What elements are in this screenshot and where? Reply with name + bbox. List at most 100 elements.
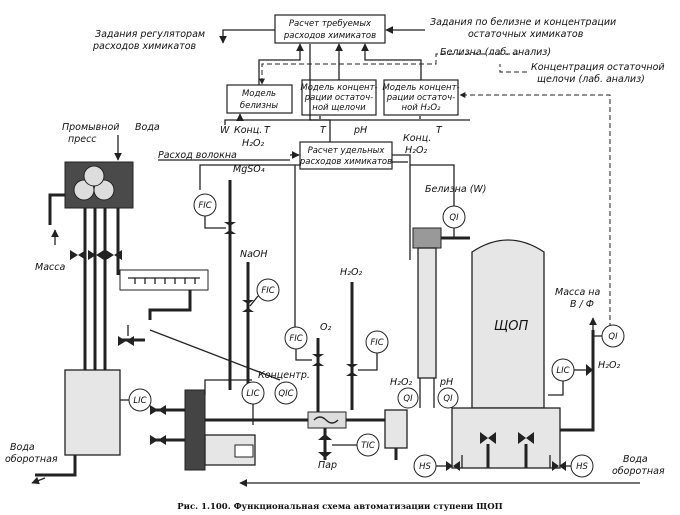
svg-text:QI: QI <box>608 332 618 342</box>
h2o2-out-label: H₂O₂ <box>598 360 620 371</box>
svg-text:QI: QI <box>403 394 413 404</box>
concentr-label: Концентр. <box>258 370 310 381</box>
svg-text:Модель концент-: Модель концент- <box>300 83 377 93</box>
svg-text:расходов химикатов: расходов химикатов <box>92 41 197 52</box>
water-return-right-label: Вода оборотная <box>612 454 665 477</box>
svg-text:Модель концент-: Модель концент- <box>382 83 459 93</box>
mgso4-label: MgSO₄ <box>233 164 265 175</box>
svg-text:расходов химикатов: расходов химикатов <box>299 157 392 167</box>
svg-text:Расчет удельных: Расчет удельных <box>308 146 386 156</box>
svg-text:остаточных химикатов: остаточных химикатов <box>468 29 584 40</box>
water-in-label: Вода <box>135 122 160 133</box>
hs-left-instrument: HS <box>413 454 460 478</box>
figure-caption: Рис. 1.100. Функциональная схема автомат… <box>177 502 502 512</box>
svg-text:Вода: Вода <box>623 454 648 465</box>
svg-text:ной H₂O₂: ной H₂O₂ <box>402 103 441 113</box>
calc-required-block: Расчет требуемых расходов химикатов <box>274 14 386 44</box>
svg-text:LIC: LIC <box>246 389 259 399</box>
svg-text:HS: HS <box>576 462 588 472</box>
hs-right-instrument: HS <box>552 454 594 478</box>
model-whiteness-block: Модель белизны <box>226 84 293 114</box>
lic-right-instrument: LIC <box>548 358 593 396</box>
qic-conc-instrument: QIC <box>274 381 298 405</box>
svg-text:QIC: QIC <box>278 389 293 399</box>
lic-mid-instrument: LIC <box>241 381 265 405</box>
svg-text:QI: QI <box>449 213 459 223</box>
tower-label: ЩОП <box>494 319 528 334</box>
svg-text:FIC: FIC <box>261 286 274 296</box>
svg-text:белизны: белизны <box>240 101 279 111</box>
mass-label: Масса <box>35 262 65 273</box>
svg-text:LIC: LIC <box>133 396 146 406</box>
input-w-label: W <box>220 125 230 136</box>
press-inlet-pipe <box>48 193 65 225</box>
svg-text:Расчет требуемых: Расчет требуемых <box>289 19 372 29</box>
svg-text:Масса на: Масса на <box>555 287 601 298</box>
residual-alkali-lab-label: Концентрация остаточной щелочи (лаб. ана… <box>531 62 665 85</box>
svg-text:Задания регуляторам: Задания регуляторам <box>95 29 205 40</box>
qi-whiteness-instrument: QI <box>410 164 466 238</box>
svg-text:щелочи (лаб. анализ): щелочи (лаб. анализ) <box>537 74 645 85</box>
tray-slant-line <box>149 329 281 381</box>
model-h2o2-block: Модель концент- рации остаточ- ной H₂O₂ <box>382 79 460 116</box>
bleach-tower <box>451 239 561 469</box>
svg-text:FIC: FIC <box>289 334 302 344</box>
whiteness-lab-label: Белизна (лаб. анализ) <box>440 47 551 58</box>
svg-text:оборотная: оборотная <box>5 454 58 465</box>
mixer <box>184 379 256 471</box>
left-tank <box>31 369 121 485</box>
naoh-label: NaOH <box>240 249 268 260</box>
qi-out-instrument: QI <box>593 324 625 348</box>
calc-specific-block: Расчет удельных расходов химикатов <box>299 141 393 170</box>
h2o2-tower-label: H₂O₂ <box>390 377 412 388</box>
fic-naoh-instrument: FIC <box>242 278 280 312</box>
tic-steam-instrument: TIC <box>332 433 380 457</box>
svg-text:FIC: FIC <box>198 201 211 211</box>
svg-text:FIC: FIC <box>370 338 383 348</box>
svg-text:В / Ф: В / Ф <box>570 299 594 310</box>
alkali-t-label: T <box>320 125 327 136</box>
svg-text:HS: HS <box>419 462 431 472</box>
fic-o2-instrument: FIC <box>284 326 324 366</box>
konc-h2o2-label: Конц. <box>403 133 431 144</box>
svg-text:рации остаточ-: рации остаточ- <box>386 93 455 103</box>
tower-out-pipe <box>560 330 595 432</box>
input-t-label: T <box>264 125 271 136</box>
wash-press-label-1: Промывной <box>62 122 119 133</box>
h2o2-t-label: T <box>436 125 443 136</box>
wash-press-label-2: пресс <box>68 134 97 145</box>
svg-text:рации остаточ-: рации остаточ- <box>304 93 373 103</box>
water-return-left-label: Вода оборотная <box>5 442 58 465</box>
input-h2o2-label: H₂O₂ <box>242 138 264 149</box>
setpoints-whiteness-label: Задания по белизне и концентрации остато… <box>430 17 616 40</box>
steam-mixer <box>307 411 395 429</box>
left-chemical-valves <box>118 325 145 346</box>
steam-valve <box>318 434 332 458</box>
svg-text:Концентрация остаточной: Концентрация остаточной <box>531 62 665 73</box>
heater <box>384 409 408 460</box>
mixer-tray <box>119 269 209 291</box>
o2-label: O₂ <box>320 322 331 333</box>
mixer-valves <box>150 405 185 445</box>
tray-down-pipe <box>148 290 192 320</box>
h2o2-feed-label: H₂O₂ <box>340 267 362 278</box>
svg-text:оборотная: оборотная <box>612 466 665 477</box>
whiteness-w-label: Белизна (W) <box>425 184 487 195</box>
lic-left-instrument: LIC <box>120 388 152 412</box>
mass-out-label: Масса на В / Ф <box>555 287 601 310</box>
qi-ph-instrument: QI <box>437 387 459 409</box>
reactor-tube <box>412 227 470 408</box>
svg-text:ной щелочи: ной щелочи <box>312 103 366 113</box>
wash-press <box>64 161 134 209</box>
steam-label: Пар <box>318 460 337 471</box>
press-valves <box>70 250 122 260</box>
svg-text:LIC: LIC <box>556 366 569 376</box>
svg-text:QI: QI <box>443 394 453 404</box>
h2o2-konc-label: H₂O₂ <box>405 145 427 156</box>
svg-text:TIC: TIC <box>361 441 375 451</box>
alkali-ph-label: pH <box>353 125 367 136</box>
qi-h2o2-instrument: QI <box>397 387 419 409</box>
model-alkali-block: Модель концент- рации остаточ- ной щелоч… <box>300 79 378 116</box>
press-outlet-pipes <box>83 208 120 370</box>
